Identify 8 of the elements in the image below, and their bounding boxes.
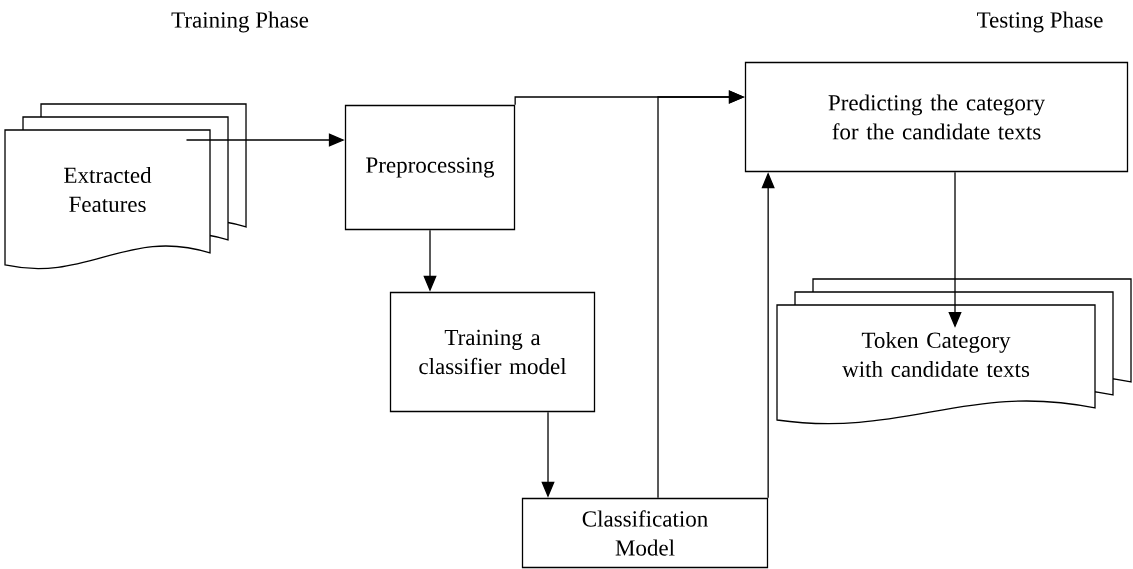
process-box: Preprocessing bbox=[344, 104, 516, 231]
document-stack: Token Category with candidate texts bbox=[776, 278, 1132, 425]
process-box: Predicting the category for the candidate texts bbox=[744, 61, 1129, 173]
document-stack: Extracted Features bbox=[4, 103, 247, 270]
phase-heading: Testing Phase bbox=[977, 11, 1103, 33]
process-box: Training a classifier model bbox=[389, 291, 596, 413]
process-box: Classification Model bbox=[521, 497, 769, 569]
phase-heading: Training Phase bbox=[171, 11, 309, 33]
